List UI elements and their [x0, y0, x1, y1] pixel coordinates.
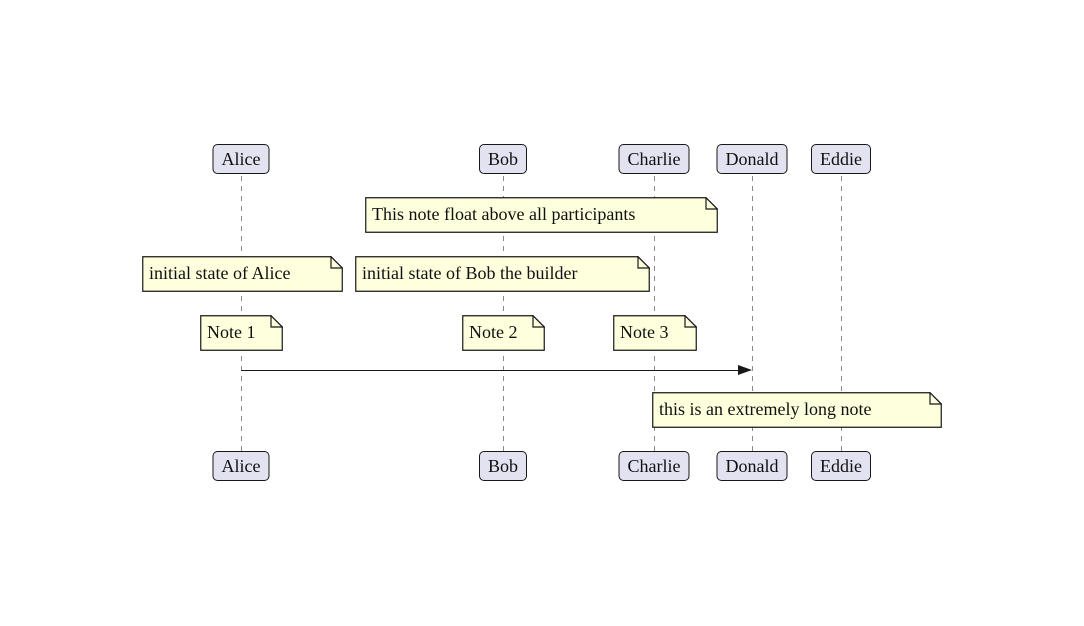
participant-alice-bottom: Alice: [212, 451, 270, 481]
note-shape: [613, 315, 697, 351]
participant-label: Charlie: [627, 149, 681, 169]
note-1: initial state of Alice: [142, 256, 343, 292]
lifeline-bob: [503, 176, 504, 451]
participant-charlie-bottom: Charlie: [618, 451, 690, 481]
note-fold-icon: [684, 315, 697, 328]
note-2: initial state of Bob the builder: [355, 256, 650, 292]
participant-label: Donald: [725, 456, 779, 476]
note-shape: [652, 392, 942, 428]
note-0: This note float above all participants: [365, 197, 718, 233]
note-text: This note float above all participants: [372, 204, 636, 224]
participant-eddie-top: Eddie: [811, 144, 871, 174]
note-fold-icon: [929, 392, 942, 405]
message-alice-to-donald: [241, 370, 740, 371]
participant-label: Charlie: [627, 456, 681, 476]
note-text: initial state of Alice: [149, 263, 291, 283]
note-body: [365, 197, 718, 233]
note-6: this is an extremely long note: [652, 392, 942, 428]
note-3: Note 1: [200, 315, 283, 351]
participant-label: Eddie: [820, 456, 862, 476]
note-fold-icon: [270, 315, 283, 328]
lifeline-charlie: [654, 176, 655, 451]
note-shape: [355, 256, 650, 292]
participant-bob-bottom: Bob: [478, 451, 528, 481]
participant-label: Eddie: [820, 149, 862, 169]
note-body: [613, 315, 697, 351]
arrowhead-icon: [738, 365, 752, 375]
note-4: Note 2: [462, 315, 545, 351]
participant-alice-top: Alice: [212, 144, 270, 174]
participant-label: Donald: [725, 149, 779, 169]
note-shape: [200, 315, 283, 351]
note-shape: [462, 315, 545, 351]
note-text: Note 3: [620, 322, 669, 342]
note-fold-icon: [532, 315, 545, 328]
note-text: initial state of Bob the builder: [362, 263, 578, 283]
note-shape: [365, 197, 718, 233]
note-body: [652, 392, 942, 428]
note-body: [462, 315, 545, 351]
lifeline-alice: [241, 176, 242, 451]
participant-label: Alice: [221, 456, 261, 476]
note-body: [200, 315, 283, 351]
note-text: Note 1: [207, 322, 256, 342]
note-body: [142, 256, 343, 292]
participant-label: Alice: [221, 149, 261, 169]
note-fold-icon: [705, 197, 718, 210]
note-text: this is an extremely long note: [659, 399, 872, 419]
participant-label: Bob: [487, 149, 519, 169]
participant-bob-top: Bob: [478, 144, 528, 174]
note-shape: [142, 256, 343, 292]
lifeline-donald: [752, 176, 753, 451]
note-text: Note 2: [469, 322, 518, 342]
lifeline-eddie: [841, 176, 842, 451]
participant-donald-top: Donald: [716, 144, 788, 174]
note-fold-icon: [330, 256, 343, 269]
note-5: Note 3: [613, 315, 697, 351]
participant-label: Bob: [487, 456, 519, 476]
note-body: [355, 256, 650, 292]
participant-charlie-top: Charlie: [618, 144, 690, 174]
participant-eddie-bottom: Eddie: [811, 451, 871, 481]
note-fold-icon: [637, 256, 650, 269]
participant-donald-bottom: Donald: [716, 451, 788, 481]
